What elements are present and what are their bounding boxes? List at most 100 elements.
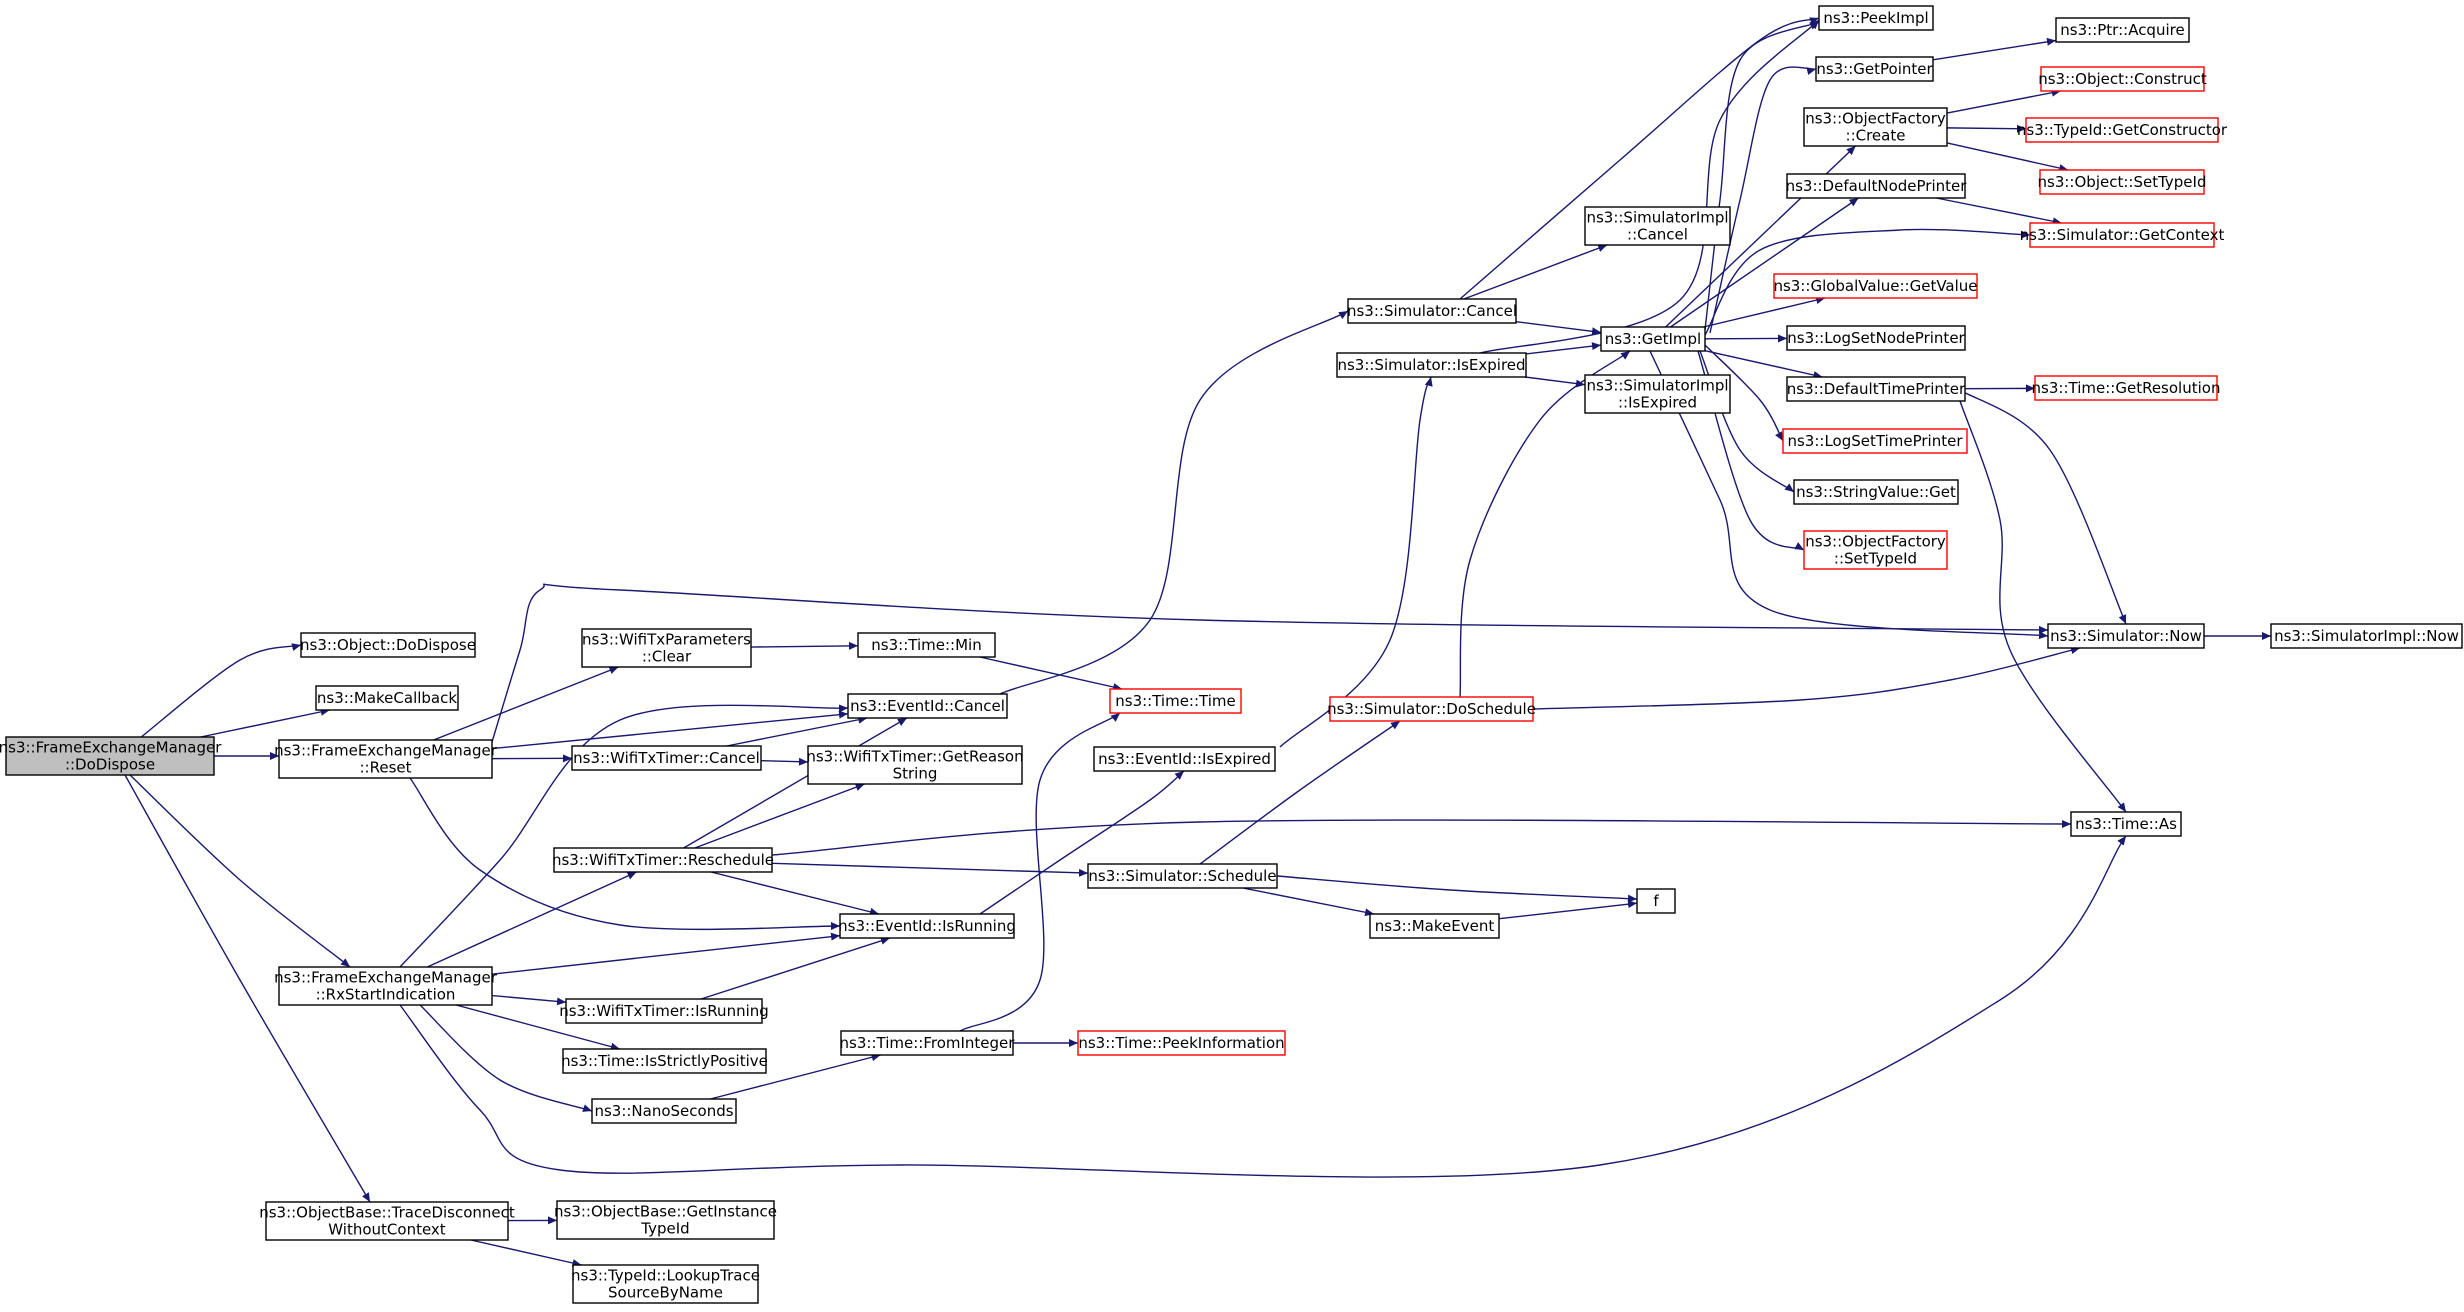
node-label: ns3::Time::As xyxy=(2075,815,2177,833)
node-simimpl_isexp[interactable]: ns3::SimulatorImpl::IsExpired xyxy=(1584,374,1731,414)
edge-evt_isrunning-to-evt_isexpired xyxy=(979,770,1185,915)
node-label: ns3::Time::PeekInformation xyxy=(1078,1034,1284,1052)
node-box xyxy=(847,693,1008,719)
node-logsetnode[interactable]: ns3::LogSetNodePrinter xyxy=(1786,325,1966,351)
edge-wtt_resched-to-wtt_getreason xyxy=(694,783,865,849)
node-fem_reset[interactable]: ns3::FrameExchangeManager::Reset xyxy=(274,739,498,779)
node-label: ::RxStartIndication xyxy=(316,986,456,1004)
node-obj_construct[interactable]: ns3::Object::Construct xyxy=(2038,66,2207,92)
edge-fem_rxstart-to-time_strict xyxy=(455,1004,621,1051)
node-label: ns3::GetImpl xyxy=(1605,330,1701,348)
node-box xyxy=(1584,374,1731,414)
node-box xyxy=(1786,173,1966,199)
node-time_strict[interactable]: ns3::Time::IsStrictlyPositive xyxy=(561,1048,768,1074)
node-label: ns3::WifiTxTimer::GetReason xyxy=(806,748,1023,766)
node-of_settypeid[interactable]: ns3::ObjectFactory::SetTypeId xyxy=(1803,530,1948,570)
node-root[interactable]: ns3::FrameExchangeManager::DoDispose xyxy=(0,736,222,776)
node-box xyxy=(2039,169,2205,195)
node-sim_getcontext[interactable]: ns3::Simulator::GetContext xyxy=(2020,222,2225,248)
node-defnodeprinter[interactable]: ns3::DefaultNodePrinter xyxy=(1786,173,1968,199)
edge-evt_cancel-to-sim_cancel xyxy=(999,310,1349,695)
node-box xyxy=(1093,746,1276,772)
node-box xyxy=(2029,222,2215,248)
node-label: ns3::LogSetNodePrinter xyxy=(1787,329,1965,347)
edge-getimpl-to-logsettime xyxy=(1704,344,1784,442)
node-evt_cancel[interactable]: ns3::EventId::Cancel xyxy=(847,693,1008,719)
node-label: TypeId xyxy=(640,1220,689,1238)
node-evt_isrunning[interactable]: ns3::EventId::IsRunning xyxy=(838,913,1016,939)
node-time_fromint[interactable]: ns3::Time::FromInteger xyxy=(840,1030,1016,1056)
node-label: ns3::WifiTxTimer::Reschedule xyxy=(552,851,774,869)
node-strval_get[interactable]: ns3::StringValue::Get xyxy=(1793,479,1959,505)
node-label: ns3::ObjectFactory xyxy=(1805,533,1946,551)
node-wtp_clear[interactable]: ns3::WifiTxParameters::Clear xyxy=(581,628,752,668)
node-sim_isexpired[interactable]: ns3::Simulator::IsExpired xyxy=(1336,352,1527,378)
edge-getimpl-to-strval_get xyxy=(1699,350,1795,493)
node-box xyxy=(1109,688,1242,714)
node-peekimpl[interactable]: ns3::PeekImpl xyxy=(1818,5,1934,31)
node-time_time[interactable]: ns3::Time::Time xyxy=(1109,688,1242,714)
node-obj_settypeid[interactable]: ns3::Object::SetTypeId xyxy=(2038,169,2207,195)
node-logsettime[interactable]: ns3::LogSetTimePrinter xyxy=(1782,428,1968,454)
node-simimpl_cancel[interactable]: ns3::SimulatorImpl::Cancel xyxy=(1584,206,1731,246)
edge-tracedisc-to-tid_lookup xyxy=(470,1239,582,1267)
node-label: f xyxy=(1653,892,1659,910)
node-label: ns3::PeekImpl xyxy=(1823,9,1928,27)
node-sim_cancel[interactable]: ns3::Simulator::Cancel xyxy=(1347,298,1517,324)
node-box xyxy=(2055,17,2190,43)
node-tid_getctor[interactable]: ns3::TypeId::GetConstructor xyxy=(2017,117,2228,143)
node-f[interactable]: f xyxy=(1636,888,1676,914)
node-label: WithoutContext xyxy=(328,1221,446,1239)
node-getpointer[interactable]: ns3::GetPointer xyxy=(1815,56,1934,82)
node-box xyxy=(1773,273,1978,299)
node-time_as[interactable]: ns3::Time::As xyxy=(2070,811,2182,837)
node-box xyxy=(2040,66,2205,92)
node-nanosec[interactable]: ns3::NanoSeconds xyxy=(591,1098,737,1124)
node-deftimeprinter[interactable]: ns3::DefaultTimePrinter xyxy=(1786,376,1966,402)
node-label: ns3::Time::Min xyxy=(871,636,981,654)
node-objdispose[interactable]: ns3::Object::DoDispose xyxy=(300,632,476,658)
node-time_min[interactable]: ns3::Time::Min xyxy=(857,632,996,658)
edge-of_create-to-obj_construct xyxy=(1946,88,2061,114)
node-label: ns3::Ptr::Acquire xyxy=(2060,21,2184,39)
node-time_peekinfo[interactable]: ns3::Time::PeekInformation xyxy=(1077,1030,1286,1056)
node-box xyxy=(591,1098,737,1124)
node-wtt_cancel[interactable]: ns3::WifiTxTimer::Cancel xyxy=(571,745,762,771)
node-simimpl_now[interactable]: ns3::SimulatorImpl::Now xyxy=(2270,623,2463,649)
edge-getpointer-to-ptr_acquire xyxy=(1932,37,2057,61)
node-box xyxy=(1786,376,1966,402)
node-time_getres[interactable]: ns3::Time::GetResolution xyxy=(2032,375,2221,401)
edge-defnodeprinter-to-sim_getcontext xyxy=(1936,197,2062,226)
node-getimpl[interactable]: ns3::GetImpl xyxy=(1600,326,1706,352)
node-makeevent[interactable]: ns3::MakeEvent xyxy=(1369,913,1500,939)
node-label: ns3::Time::FromInteger xyxy=(840,1034,1016,1052)
node-box xyxy=(1786,325,1966,351)
node-gv_getvalue[interactable]: ns3::GlobalValue::GetValue xyxy=(1773,273,1978,299)
node-sim_now[interactable]: ns3::Simulator::Now xyxy=(2047,623,2205,649)
node-tracedisc[interactable]: ns3::ObjectBase::TraceDisconnectWithoutC… xyxy=(259,1201,515,1241)
edge-sim_cancel-to-simimpl_cancel xyxy=(1463,244,1608,300)
node-of_create[interactable]: ns3::ObjectFactory::Create xyxy=(1803,107,1948,147)
node-label: ns3::ObjectFactory xyxy=(1805,110,1946,128)
node-evt_isexpired[interactable]: ns3::EventId::IsExpired xyxy=(1093,746,1276,772)
node-makecb[interactable]: ns3::MakeCallback xyxy=(315,685,459,711)
node-sim_dosched[interactable]: ns3::Simulator::DoSchedule xyxy=(1327,696,1536,722)
node-label: ::Reset xyxy=(359,759,411,777)
node-box xyxy=(840,1030,1014,1056)
edge-getimpl-to-defnodeprinter xyxy=(1670,197,1859,328)
node-box xyxy=(2034,375,2218,401)
edge-sim_sched-to-sim_dosched xyxy=(1199,720,1401,865)
node-box xyxy=(1600,326,1706,352)
node-fem_rxstart[interactable]: ns3::FrameExchangeManager::RxStartIndica… xyxy=(274,966,498,1006)
node-label: ns3::SimulatorImpl xyxy=(1586,377,1728,395)
edge-root-to-objdispose xyxy=(139,643,302,739)
node-ptr_acquire[interactable]: ns3::Ptr::Acquire xyxy=(2055,17,2190,43)
node-sim_sched[interactable]: ns3::Simulator::Schedule xyxy=(1087,863,1278,889)
node-wtt_resched[interactable]: ns3::WifiTxTimer::Reschedule xyxy=(552,847,774,873)
node-label: ns3::EventId::IsExpired xyxy=(1098,750,1271,768)
node-wtt_isrunning[interactable]: ns3::WifiTxTimer::IsRunning xyxy=(559,998,769,1024)
node-label: ns3::Simulator::GetContext xyxy=(2020,226,2225,244)
